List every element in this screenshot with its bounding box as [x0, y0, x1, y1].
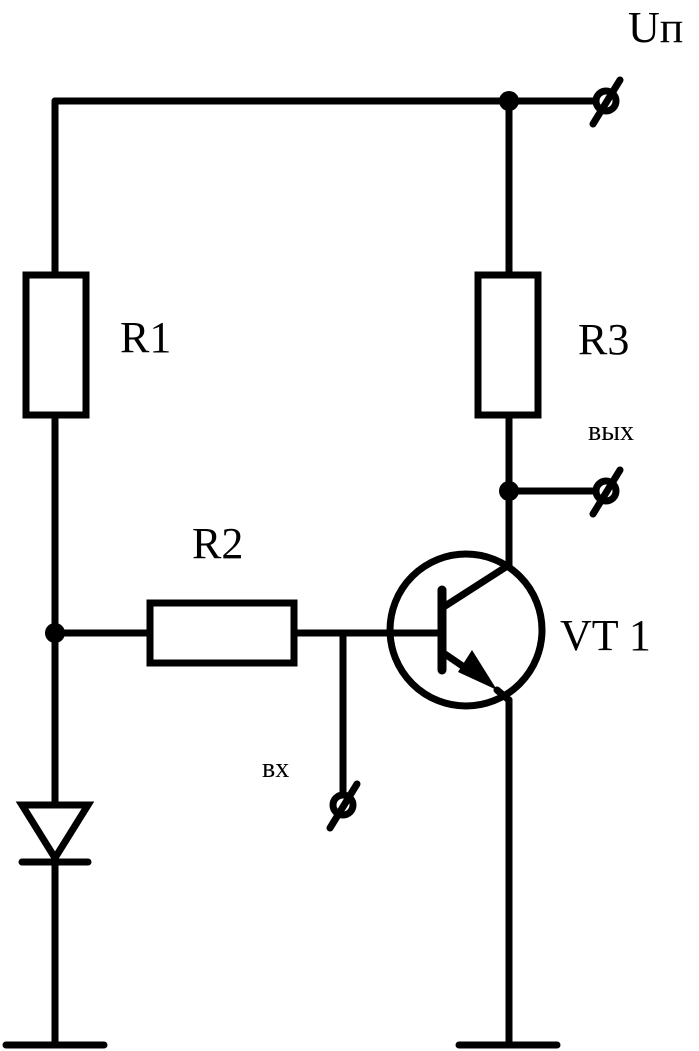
r1-label: R1	[120, 313, 171, 362]
output-label: вых	[588, 416, 634, 447]
supply-junction-dot	[499, 91, 519, 111]
r3-label: R3	[578, 315, 629, 364]
r2-label: R2	[192, 519, 243, 568]
input-label: вх	[262, 753, 289, 784]
resistor-r3	[474, 271, 542, 419]
transistor-label: VT 1	[560, 611, 651, 660]
resistor-r2	[146, 599, 298, 667]
output-terminal[interactable]	[589, 466, 624, 518]
supply-rail	[51, 97, 602, 279]
diode	[15, 801, 95, 865]
resistor-r1	[22, 271, 90, 419]
supply-label: Uп	[628, 3, 683, 52]
input-terminal[interactable]	[326, 780, 361, 832]
supply-terminal[interactable]	[589, 76, 624, 128]
